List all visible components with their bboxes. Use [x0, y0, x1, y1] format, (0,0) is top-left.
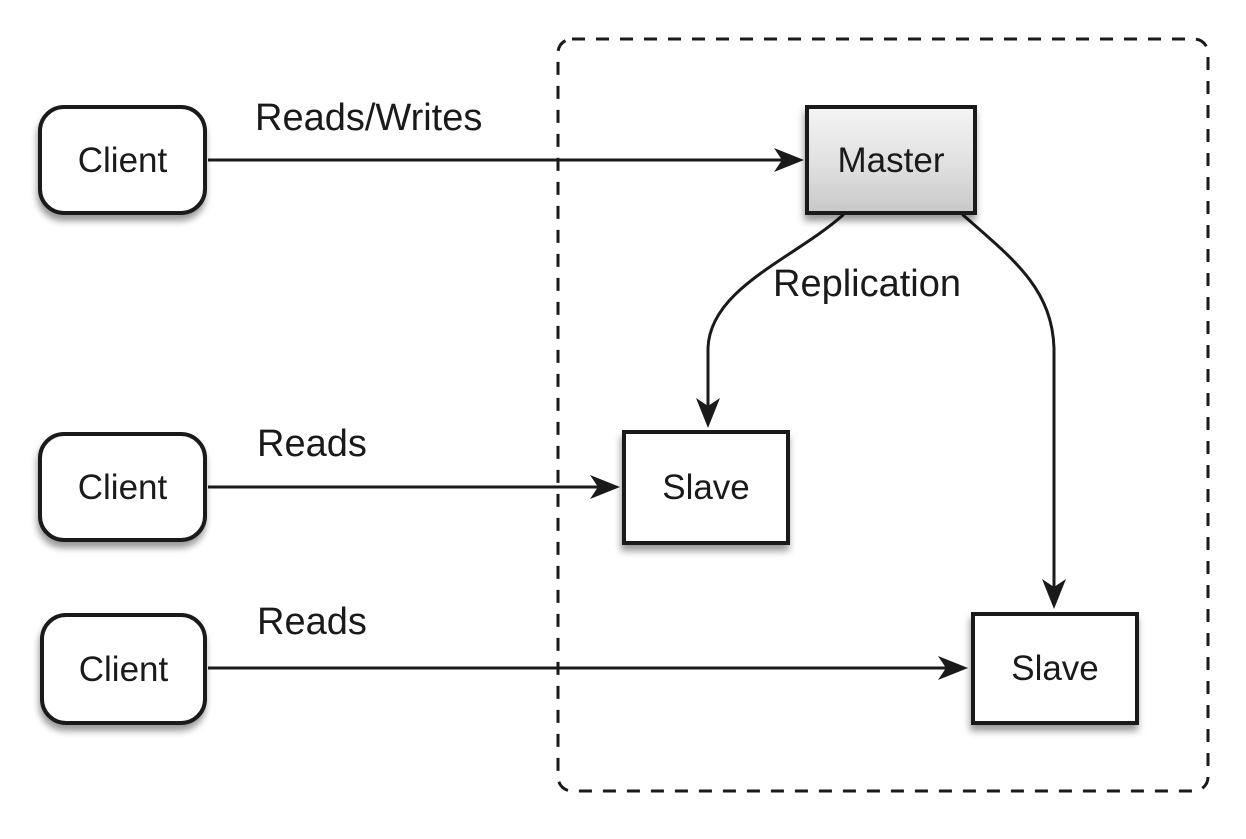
reads-label-bottom: Reads	[257, 601, 367, 643]
replication-arrowhead-right	[1042, 579, 1066, 609]
reads-label-middle: Reads	[257, 423, 367, 465]
reads-arrowhead-bottom	[938, 656, 968, 680]
client-node-1: Client	[38, 105, 207, 215]
reads-writes-label: Reads/Writes	[255, 97, 483, 139]
client-node-3-label: Client	[78, 649, 169, 689]
client-node-2: Client	[38, 432, 207, 542]
slave-node-1-label: Slave	[662, 468, 750, 507]
client-node-1-label: Client	[77, 140, 168, 180]
slave-node-2-label: Slave	[1011, 649, 1099, 688]
master-node-label: Master	[837, 140, 945, 180]
replication-arrow-left-line	[706, 213, 845, 409]
reads-arrowhead-middle	[590, 475, 620, 499]
reads-writes-arrowhead	[774, 148, 804, 172]
slave-node-2: Slave	[971, 612, 1139, 725]
replication-arrow-right-line	[961, 213, 1056, 589]
client-node-3: Client	[40, 613, 207, 725]
replication-label: Replication	[773, 263, 961, 305]
slave-node-1: Slave	[622, 430, 790, 545]
client-node-2-label: Client	[77, 467, 168, 507]
master-node: Master	[805, 105, 977, 215]
replication-arrowhead-left	[696, 398, 720, 428]
